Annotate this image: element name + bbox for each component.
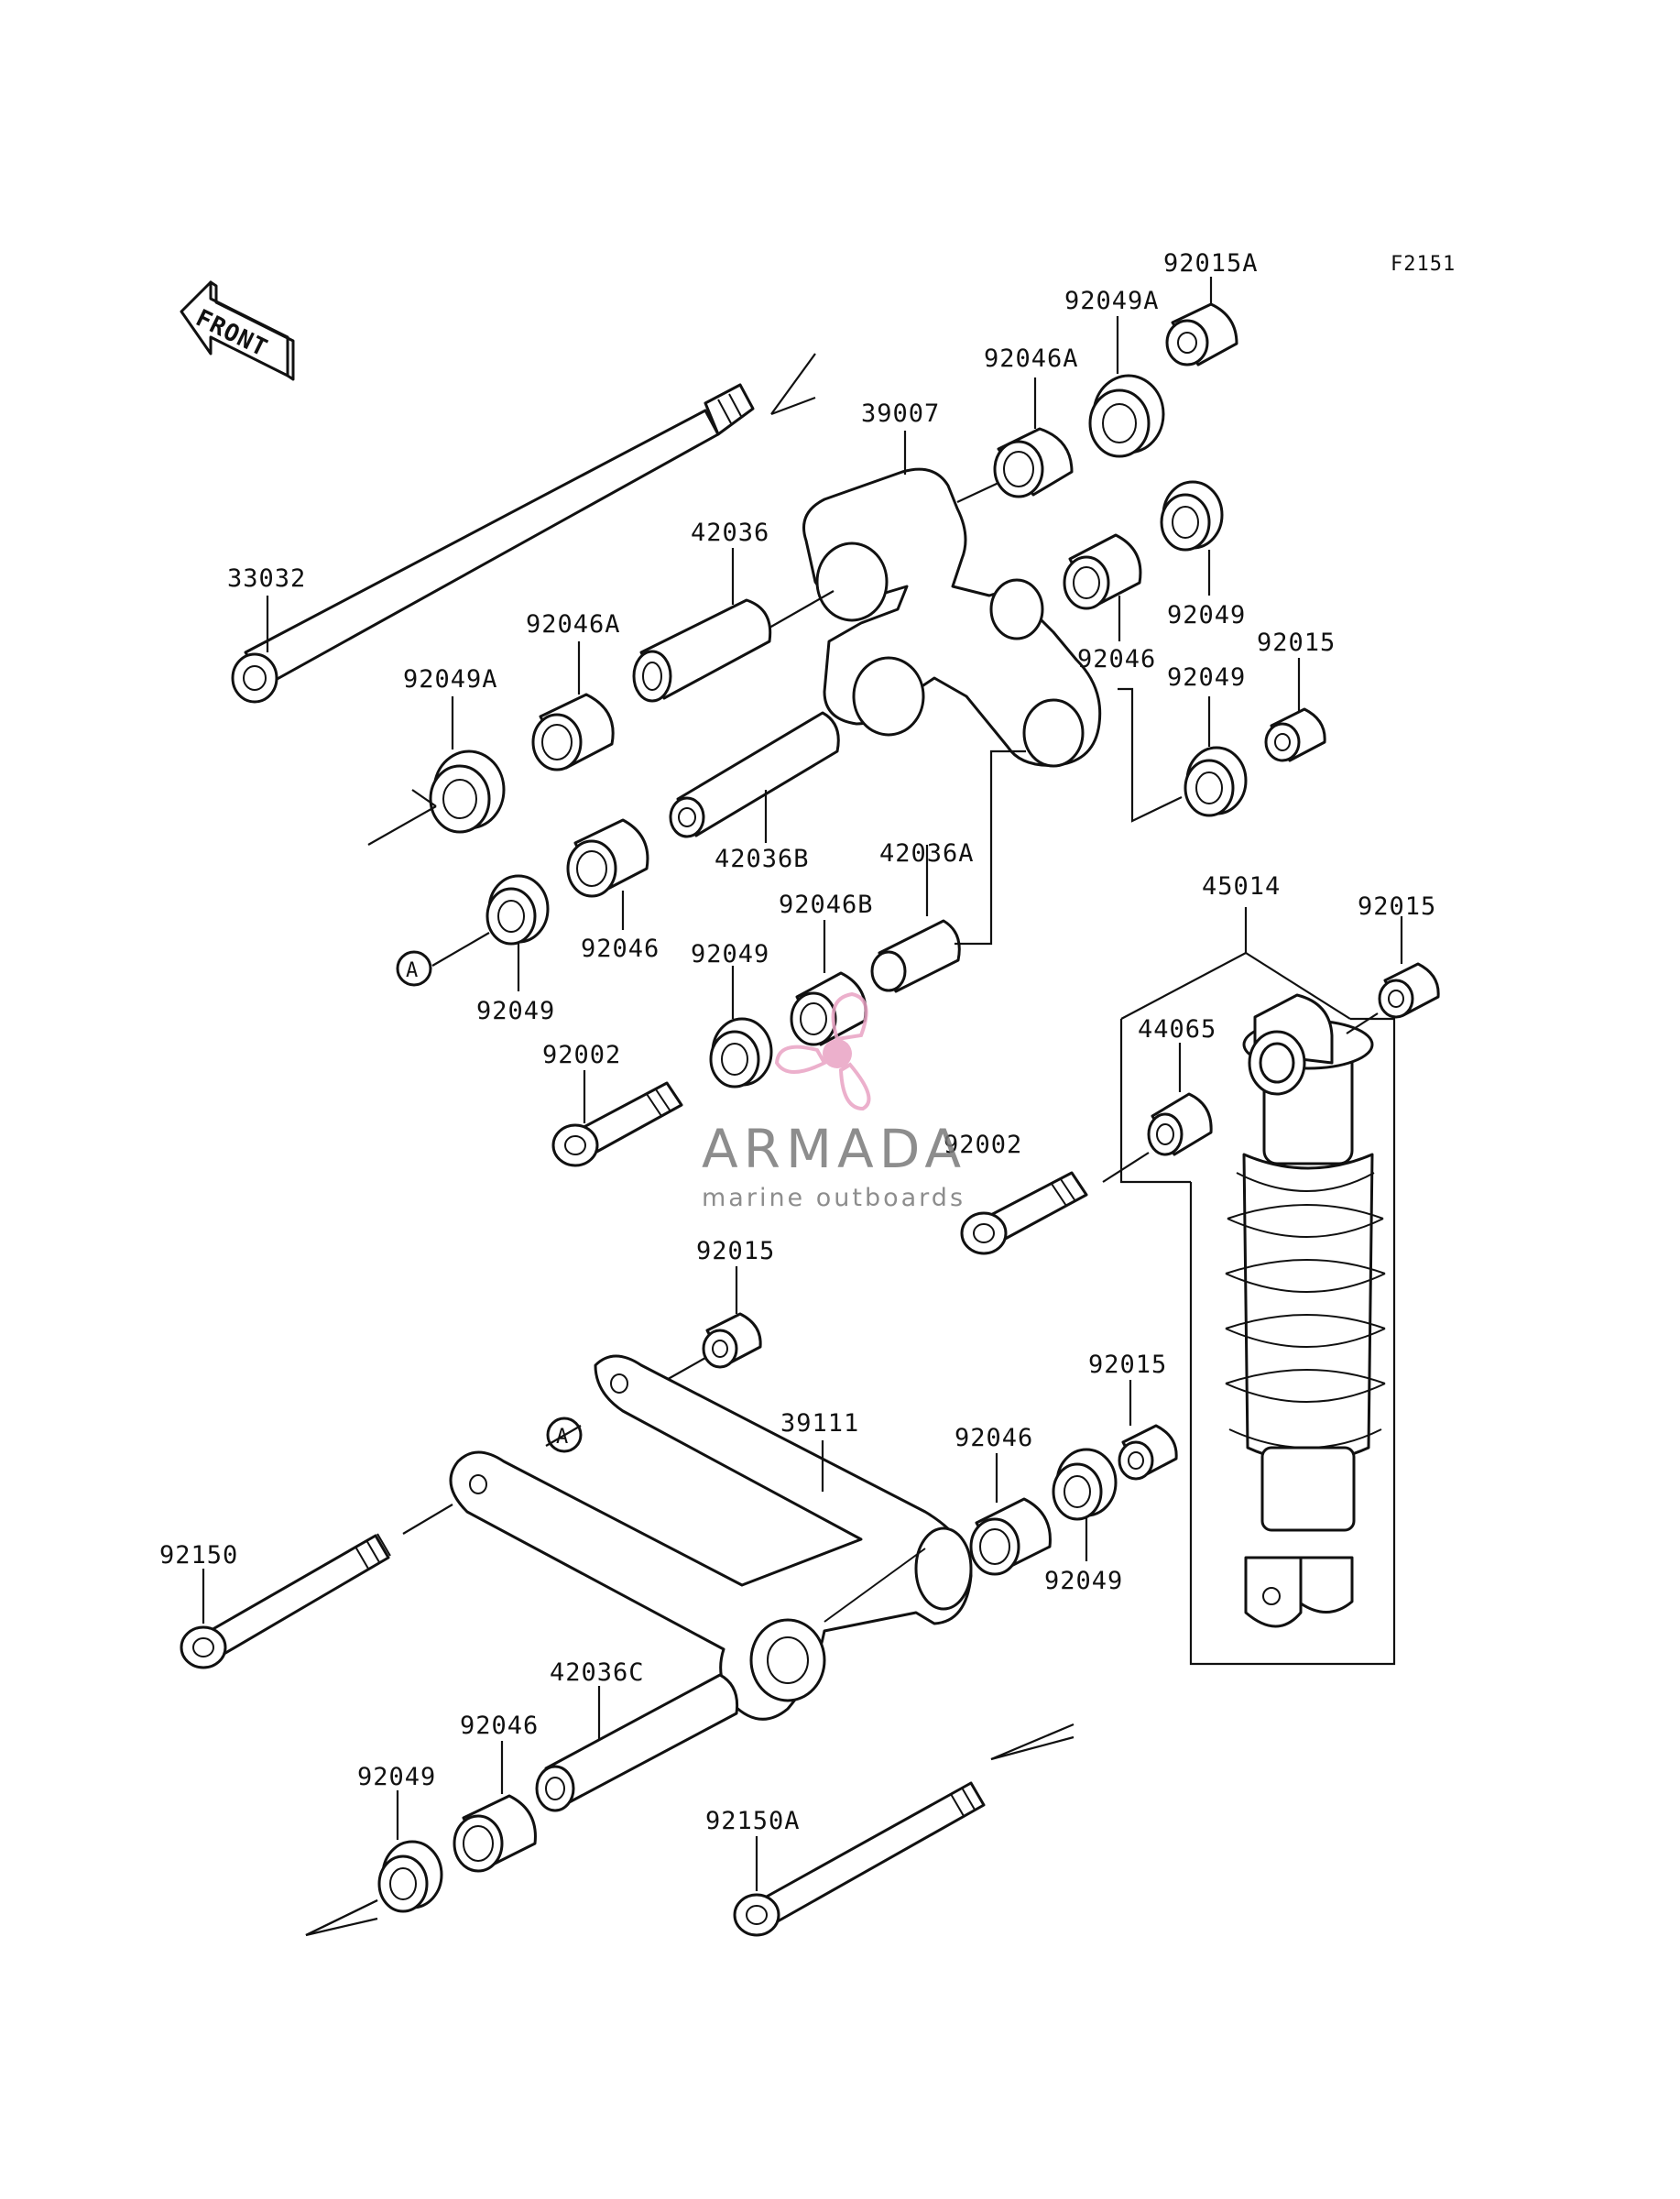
label-92015-mid: 92015 — [696, 1237, 775, 1265]
collar-92049-left — [485, 874, 550, 946]
label-92002-right: 92002 — [944, 1131, 1022, 1159]
sleeve-42036c — [535, 1673, 739, 1812]
watermark-name: ARMADA — [702, 1118, 966, 1180]
label-45014: 45014 — [1202, 872, 1281, 901]
label-44065: 44065 — [1138, 1015, 1216, 1044]
sleeve-42036 — [632, 598, 772, 703]
nut-92015-shock — [1378, 962, 1440, 1019]
figure-code: F2151 — [1391, 253, 1456, 276]
propeller-logo-icon — [774, 991, 871, 1111]
label-92049a-top: 92049A — [1064, 287, 1160, 315]
collar-92049-bottom — [377, 1840, 443, 1913]
sleeve-42036b — [669, 711, 840, 838]
collar-92049a-top — [1088, 374, 1165, 458]
nut-92015-mid — [702, 1312, 762, 1369]
label-39111: 39111 — [780, 1409, 859, 1438]
label-42036a: 42036A — [879, 839, 975, 868]
watermark-tagline: marine outboards — [702, 1184, 965, 1212]
armada-watermark: ARMADA marine outboards — [702, 991, 966, 1212]
label-33032: 33032 — [227, 564, 306, 593]
collar-92049-right-mid — [1184, 746, 1248, 817]
ref-marker-a-lower: A — [546, 1417, 583, 1453]
collar-92049-center — [709, 1017, 773, 1089]
svg-text:A: A — [556, 1426, 569, 1449]
collar-92049-lower — [1052, 1448, 1118, 1521]
bolt-92002-left — [551, 1081, 683, 1167]
label-92046-right: 92046 — [1077, 645, 1156, 673]
label-92049-bottom: 92049 — [357, 1763, 436, 1791]
axle-33032 — [231, 353, 816, 704]
bolt-92150 — [180, 1504, 453, 1669]
nut-92015-right — [1264, 707, 1326, 762]
svg-text:A: A — [406, 959, 419, 982]
label-92049-right-top: 92049 — [1167, 601, 1246, 629]
label-92002-left: 92002 — [542, 1041, 621, 1069]
bearing-92046a-left — [531, 693, 615, 771]
label-92049-right-mid: 92049 — [1167, 663, 1246, 692]
label-92049a-left: 92049A — [403, 665, 498, 694]
label-92150a: 92150A — [705, 1807, 801, 1835]
rocker-arm-39007 — [802, 467, 1102, 768]
collar-92049a-left — [429, 749, 506, 834]
bolt-92150a — [733, 1723, 1075, 1937]
label-92015a: 92015A — [1163, 249, 1259, 278]
label-92046-left: 92046 — [581, 935, 660, 963]
label-39007: 39007 — [861, 399, 940, 428]
ref-marker-a-left: A — [396, 950, 432, 987]
shock-absorber-45014 — [1225, 993, 1386, 1628]
nut-92015-lower — [1118, 1424, 1178, 1481]
label-42036b: 42036B — [715, 845, 810, 873]
bearing-92046-lower — [969, 1497, 1052, 1576]
spacer-44065 — [1147, 1092, 1213, 1156]
label-92046b: 92046B — [779, 891, 874, 919]
label-92046a-left: 92046A — [526, 610, 621, 639]
front-arrow-icon: FRONT — [180, 280, 295, 381]
label-92046-bottom: 92046 — [460, 1712, 539, 1740]
label-92015-shock: 92015 — [1358, 892, 1436, 921]
label-92015-right: 92015 — [1257, 629, 1336, 657]
label-92049-center: 92049 — [691, 940, 769, 968]
bearing-92046-left — [566, 818, 649, 898]
label-92150: 92150 — [159, 1541, 238, 1570]
bearing-92046b — [790, 971, 867, 1046]
label-42036: 42036 — [691, 519, 769, 547]
collar-92049-right-top — [1160, 480, 1224, 552]
bearing-92046a-top — [993, 427, 1074, 498]
bearing-92046-bottom — [453, 1794, 537, 1873]
label-92046-lower: 92046 — [955, 1424, 1033, 1452]
label-92049-lower: 92049 — [1044, 1567, 1123, 1595]
tie-rod-39111 — [449, 1354, 973, 1721]
sleeve-42036a — [870, 919, 961, 993]
nut-92015a — [1165, 302, 1238, 366]
label-92046a-top: 92046A — [984, 345, 1079, 373]
bearing-92046-right — [1063, 533, 1142, 610]
label-92049-left: 92049 — [476, 997, 555, 1025]
label-42036c: 42036C — [550, 1658, 645, 1687]
bolt-92002-right — [960, 1171, 1088, 1255]
label-92015-lower: 92015 — [1088, 1351, 1167, 1379]
